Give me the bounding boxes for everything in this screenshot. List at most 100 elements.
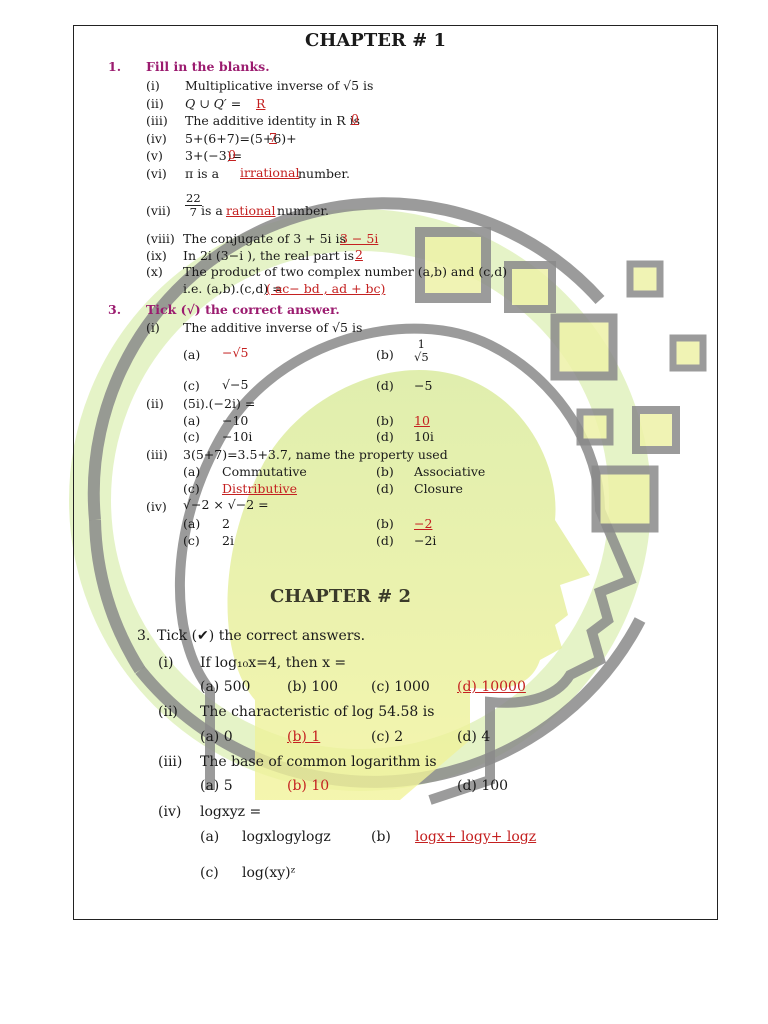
option-b: 1√5 bbox=[414, 338, 429, 363]
option-c: Distributive bbox=[222, 481, 297, 496]
fill-answer: R bbox=[256, 96, 266, 111]
option-d: (d) 4 bbox=[457, 729, 491, 745]
section-1-number: 1. bbox=[108, 59, 122, 74]
mcq-question: logxyz = bbox=[200, 804, 262, 820]
mcq-num: (iv) bbox=[146, 499, 167, 514]
chapter-2-title: CHAPTER # 2 bbox=[270, 586, 412, 607]
mcq-question: The characteristic of log 54.58 is bbox=[200, 704, 435, 720]
option-label: (a) bbox=[183, 464, 201, 479]
option-b: Associative bbox=[414, 464, 486, 479]
fraction-denominator: 7 bbox=[189, 204, 197, 219]
option-label: (c) bbox=[183, 481, 200, 496]
fill-text: 3+(−3)= bbox=[185, 148, 243, 163]
option-b-denominator: √5 bbox=[414, 349, 429, 364]
mcq-question: (5i).(−2i) = bbox=[183, 396, 256, 411]
option-c: 2i bbox=[222, 533, 234, 548]
option-label: (d) bbox=[376, 429, 394, 444]
option-label: (a) bbox=[183, 413, 201, 428]
fill-text: The conjugate of 3 + 5i is bbox=[183, 231, 346, 246]
mcq-question: If log₁₀x=4, then x = bbox=[200, 655, 347, 671]
section-3-number: 3. bbox=[108, 302, 122, 317]
fill-answer: irrational bbox=[240, 165, 300, 180]
fill-text: The additive identity in R is bbox=[185, 113, 361, 128]
option-c: √−5 bbox=[222, 377, 249, 392]
fill-text: Q ∪ Q′ = bbox=[185, 96, 242, 111]
option-label: (c) bbox=[200, 865, 219, 881]
mcq-num: (iii) bbox=[158, 754, 183, 770]
fill-text: In 2i (3−i ), the real part is bbox=[183, 248, 355, 263]
option-d: 10i bbox=[414, 429, 434, 444]
fill-num: (i) bbox=[146, 78, 160, 93]
option-label: (d) bbox=[376, 481, 394, 496]
fill-text: Multiplicative inverse of √5 is bbox=[185, 78, 374, 93]
ch2-section-title: Tick (✔) the correct answers. bbox=[157, 628, 366, 644]
ch2-section-number: 3. bbox=[137, 628, 151, 644]
option-label: (c) bbox=[183, 429, 200, 444]
fill-text: π is a bbox=[185, 166, 220, 181]
option-a: Commutative bbox=[222, 464, 307, 479]
option-b: logx+ logy+ logz bbox=[415, 829, 537, 845]
option-b: (b) 1 bbox=[287, 729, 321, 745]
option-d: Closure bbox=[414, 481, 463, 496]
option-b: −2 bbox=[414, 516, 433, 531]
page-border bbox=[73, 25, 718, 920]
option-label: (a) bbox=[200, 829, 220, 845]
section-3-title: Tick (√) the correct answer. bbox=[146, 302, 340, 317]
section-1-title: Fill in the blanks. bbox=[146, 59, 270, 74]
fill-num: (vi) bbox=[146, 166, 167, 181]
fill-num: (iv) bbox=[146, 131, 167, 146]
mcq-num: (ii) bbox=[158, 704, 178, 720]
option-d: −5 bbox=[414, 378, 433, 393]
option-b: (b) 10 bbox=[287, 778, 330, 794]
option-c: (c) 2 bbox=[371, 729, 404, 745]
fill-num: (v) bbox=[146, 148, 163, 163]
fill-tail: number. bbox=[298, 166, 350, 181]
option-label: (c) bbox=[183, 378, 200, 393]
option-a: 2 bbox=[222, 516, 230, 531]
fill-text: i.e. (a,b).(c,d) = bbox=[183, 281, 283, 296]
option-a: logxlogylogz bbox=[242, 829, 331, 845]
fill-answer: ( ac− bd , ad + bc) bbox=[266, 281, 386, 296]
fill-answer: rational bbox=[226, 203, 276, 218]
option-c: −10i bbox=[222, 429, 253, 444]
option-label: (d) bbox=[376, 378, 394, 393]
option-b-numerator: 1 bbox=[417, 337, 425, 351]
option-a: (a) 5 bbox=[200, 778, 233, 794]
option-label: (c) bbox=[183, 533, 200, 548]
option-label: (b) bbox=[376, 413, 394, 428]
fill-num: (x) bbox=[146, 264, 163, 279]
mcq-question: √−2 × √−2 = bbox=[183, 497, 269, 512]
fill-tail: number. bbox=[277, 203, 329, 218]
mcq-num: (iv) bbox=[158, 804, 182, 820]
option-a: (a) 0 bbox=[200, 729, 233, 745]
option-label: (b) bbox=[376, 464, 394, 479]
option-c: log(xy)ᶻ bbox=[242, 865, 296, 881]
fill-num: (ix) bbox=[146, 248, 167, 263]
option-label: (b) bbox=[376, 516, 394, 531]
mcq-num: (iii) bbox=[146, 447, 168, 462]
option-b: 10 bbox=[414, 413, 430, 428]
fill-answer: 0 bbox=[228, 147, 236, 162]
option-b: (b) 100 bbox=[287, 679, 339, 695]
mcq-num: (i) bbox=[158, 655, 174, 671]
fill-num: (vii) bbox=[146, 203, 171, 218]
option-label: (b) bbox=[371, 829, 391, 845]
option-label: (a) bbox=[183, 347, 201, 362]
fraction-numerator: 22 bbox=[185, 191, 202, 206]
option-a: −10 bbox=[222, 413, 249, 428]
fill-answer: 2 bbox=[355, 247, 363, 262]
option-label: (d) bbox=[376, 533, 394, 548]
fill-text: 5+(6+7)=(5+6)+ bbox=[185, 131, 297, 146]
option-a: −√5 bbox=[222, 345, 249, 360]
option-d: (d) 10000 bbox=[457, 679, 526, 695]
chapter-1-title: CHAPTER # 1 bbox=[305, 30, 447, 51]
fill-text: is a bbox=[201, 203, 223, 218]
option-label: (b) bbox=[376, 347, 394, 362]
fill-answer: 0 bbox=[351, 111, 359, 126]
option-d: −2i bbox=[414, 533, 437, 548]
fill-answer: 3 − 5i bbox=[340, 231, 379, 246]
fill-answer: 7 bbox=[269, 130, 277, 145]
mcq-num: (i) bbox=[146, 320, 160, 335]
option-label: (a) bbox=[183, 516, 201, 531]
